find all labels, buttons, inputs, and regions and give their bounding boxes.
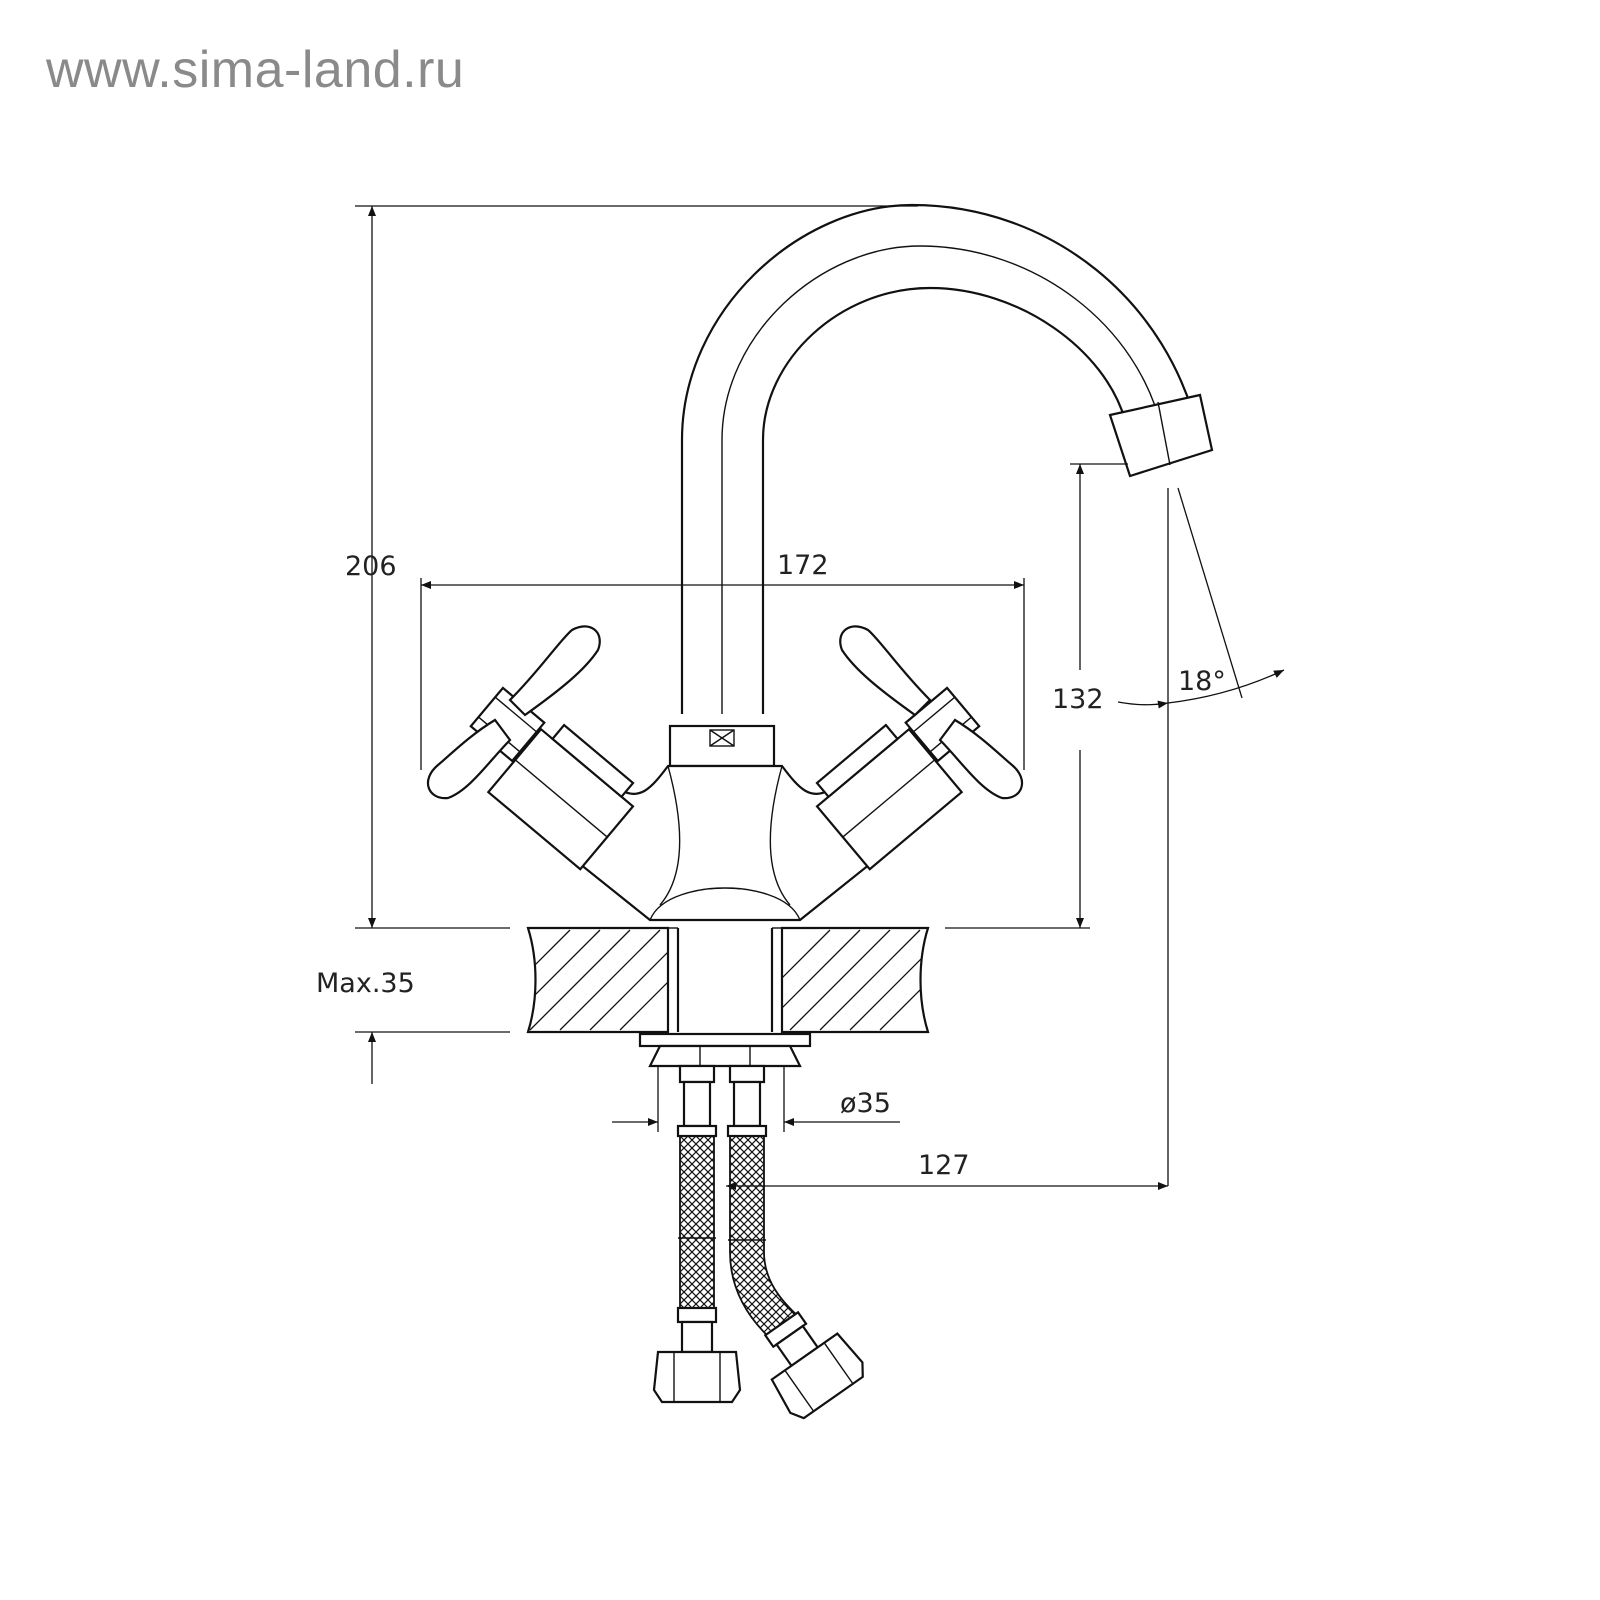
spout-collar bbox=[668, 724, 776, 768]
right-hose bbox=[726, 1064, 864, 1420]
mounting-nut bbox=[638, 1032, 812, 1068]
dimension-spout-angle: 18° bbox=[1117, 487, 1285, 1186]
countertop-section bbox=[526, 926, 930, 1034]
dimension-hole-diameter: ø35 bbox=[612, 1066, 900, 1132]
dimension-spout-reach: 127 bbox=[726, 1150, 1168, 1190]
left-handle bbox=[427, 625, 635, 871]
spout bbox=[680, 203, 1214, 714]
dimension-max-thickness: Max.35 bbox=[316, 968, 510, 1084]
dimension-spout-height: 132 bbox=[945, 463, 1128, 929]
max-thickness-label: Max.35 bbox=[316, 968, 415, 999]
dimension-total-height: 206 bbox=[345, 205, 918, 929]
handle-span-label: 172 bbox=[777, 550, 829, 581]
spout-height-label: 132 bbox=[1052, 684, 1104, 715]
left-hose bbox=[652, 1064, 742, 1404]
right-handle bbox=[815, 625, 1023, 871]
watermark-url: www.sima-land.ru bbox=[46, 41, 465, 99]
hole-diameter-label: ø35 bbox=[840, 1088, 891, 1119]
spout-angle-label: 18° bbox=[1178, 666, 1226, 697]
dimension-handle-span: 172 bbox=[420, 550, 1025, 770]
spout-reach-label: 127 bbox=[918, 1150, 970, 1181]
total-height-label: 206 bbox=[345, 551, 397, 582]
